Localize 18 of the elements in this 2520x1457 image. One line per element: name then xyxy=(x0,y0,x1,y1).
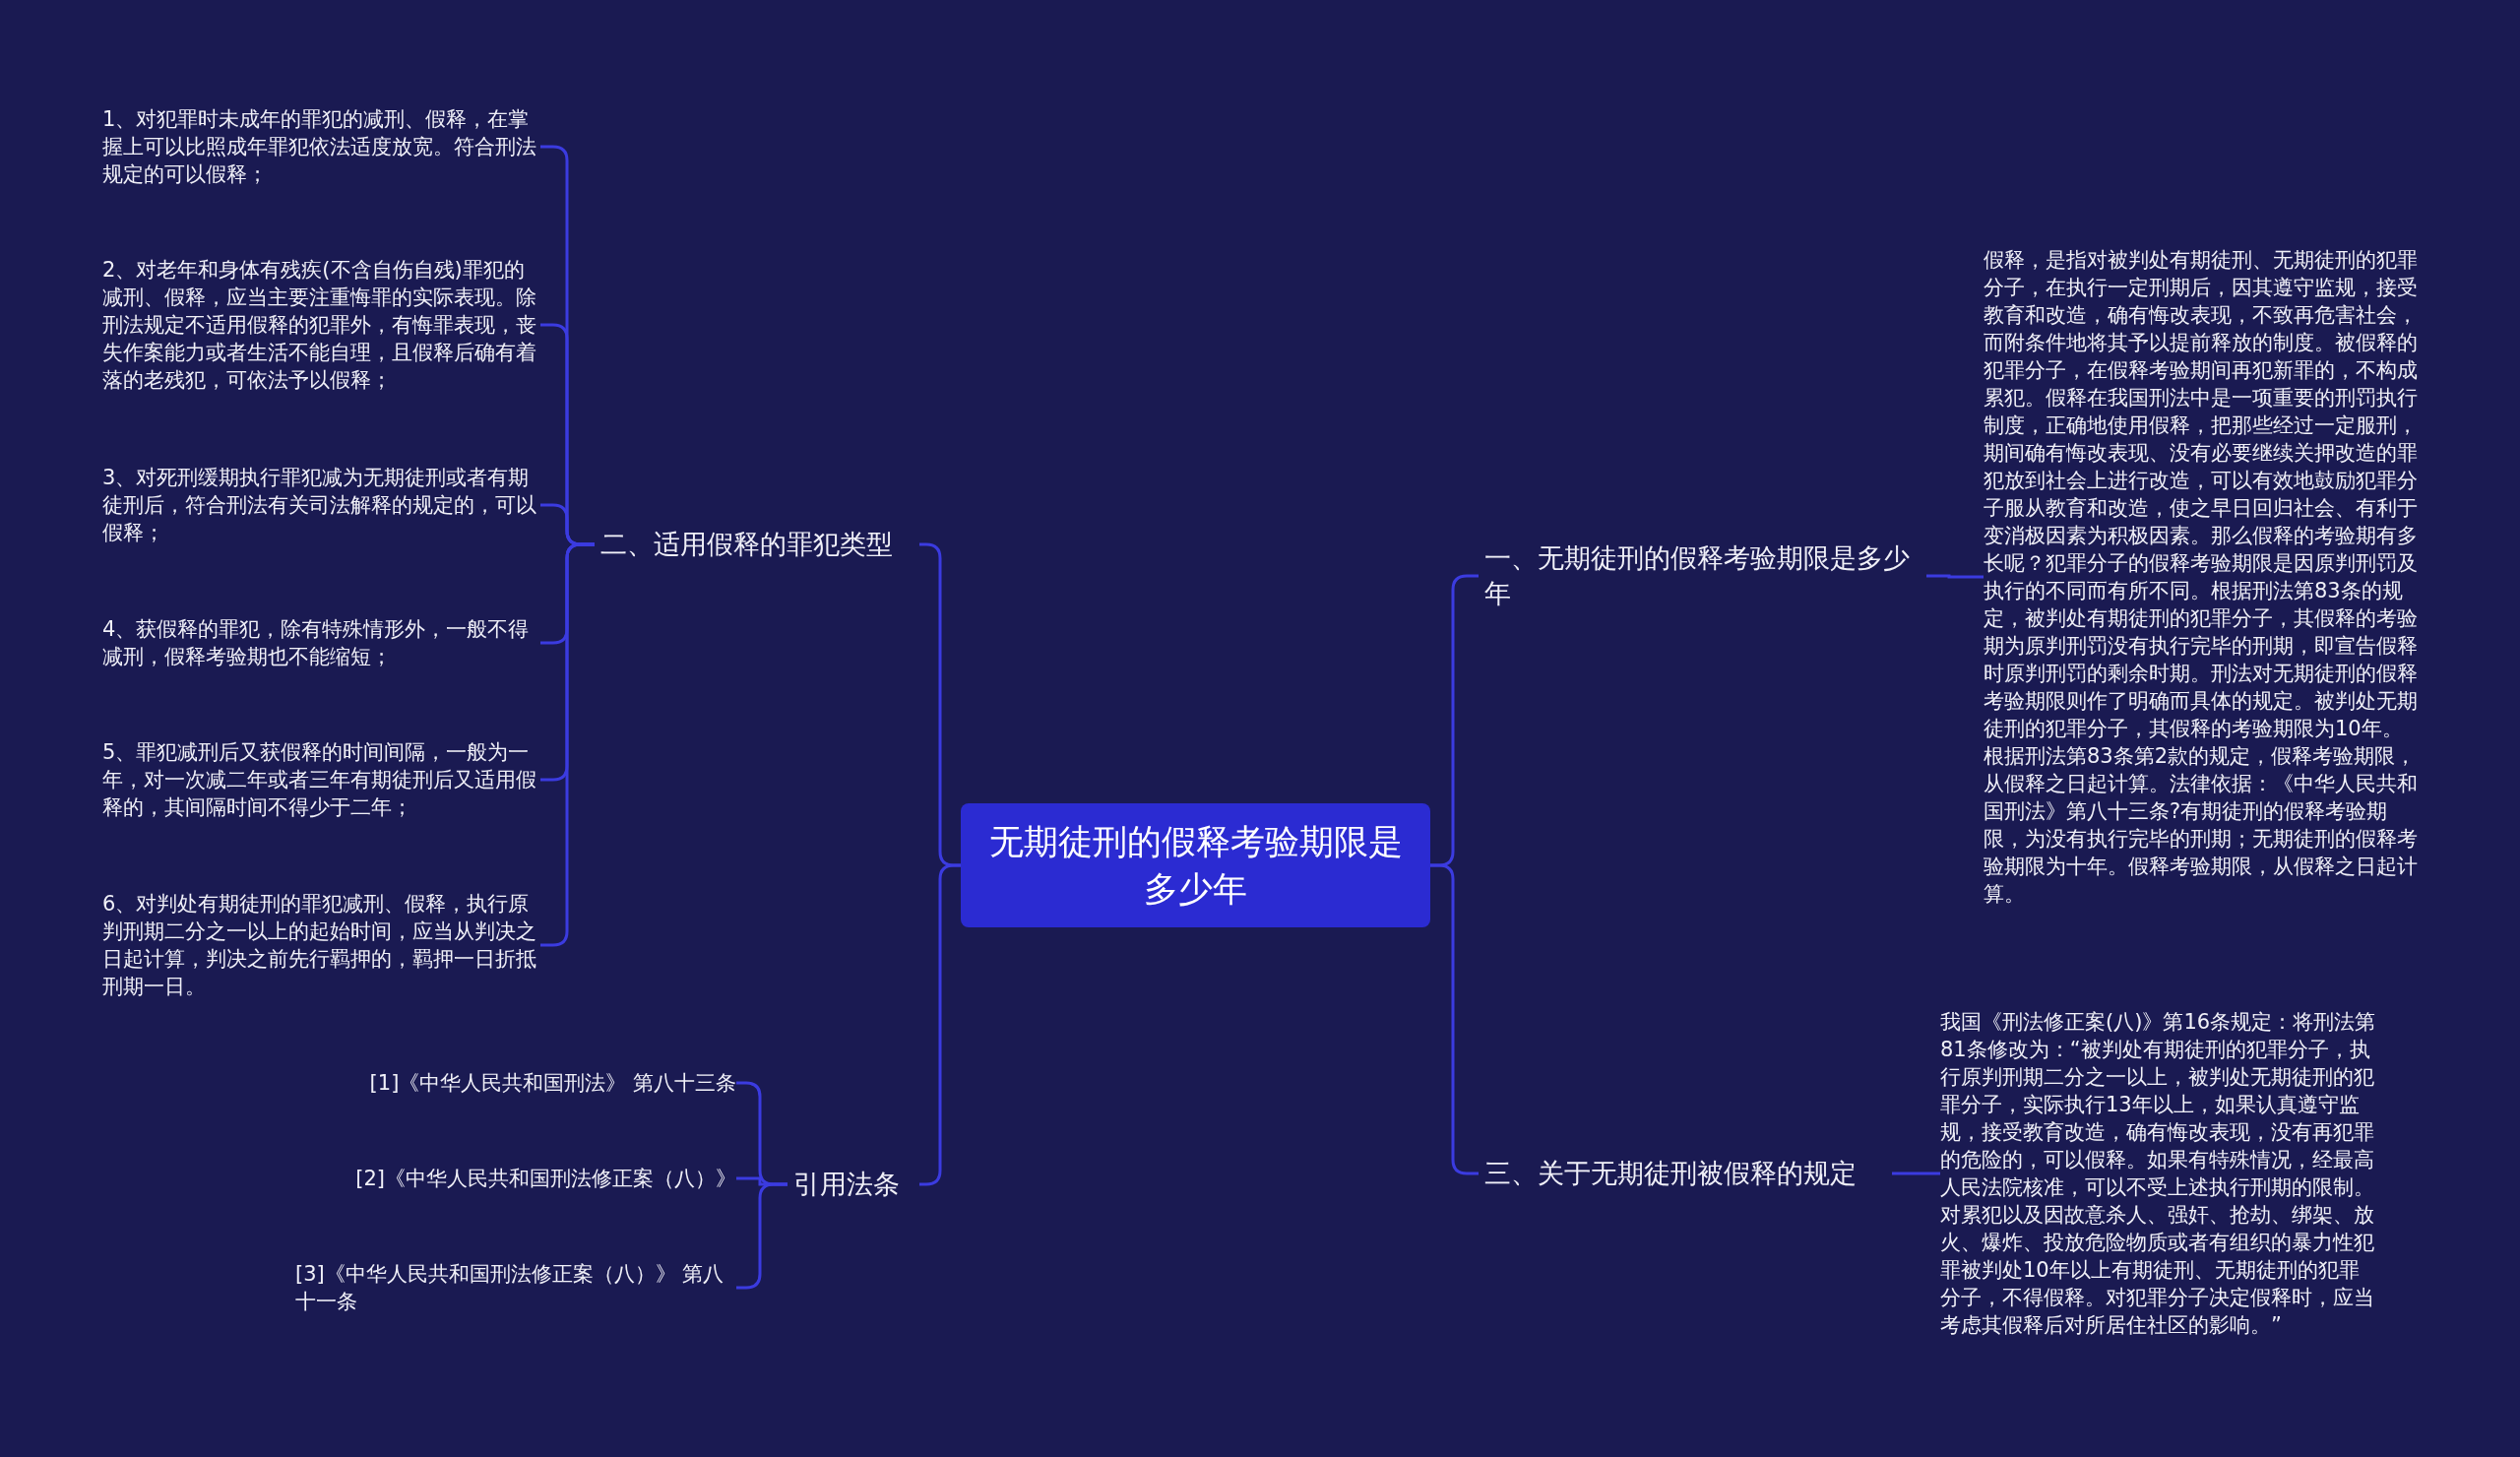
note-text: 假释，是指对被判处有期徒刑、无期徒刑的犯罪分子，在执行一定刑期后，因其遵守监规，接受教育和改造，确有悔改表现，不致再危害社会，而附条件地将其予以提前释放的制度。被假释的犯罪分子，在假释考验期间再犯新罪的，不构成累犯。假释在我国刑法中是一项重要的刑罚执行制度，正确地使用假释，把那些经过一定服刑，期间确有悔改表现、没有必要继续关押改造的罪犯放到社会上进行改造，可以有效地鼓励犯罪分子服从教育和改造，使之早日回归社会、有利于变消极因素为积极因素。那么假释的考验期有多长呢？犯罪分子的假释考验期限是因原判刑罚及执行的不同而有所不同。根据刑法第83条的规定，被判处有期徒刑的犯罪分子，其假释的考验期为原判刑罚没有执行完毕的刑期，即宣告假释时原判刑罚的剩余时期。刑法对无期徒刑的假释考验期限则作了明确而具体的规定。被判处无期徒刑的犯罪分子，其假释的考验期限为10年。根据刑法第83条第2款的规定，假释考验期限，从假释之日起计算。法律依据：《中华人民共和国刑法》第八十三条?有期徒刑的假释考验期限，为没有执行完毕的刑期；无期徒刑的假释考验期限为十年。假释考验期限，从假释之日起计算。 xyxy=(1984,246,2422,908)
note-text: 6、对判处有期徒刑的罪犯减刑、假释，执行原判刑期二分之一以上的起始时间，应当从判决之日起计算，判决之前先行羁押的，羁押一日折抵刑期一日。 xyxy=(102,890,540,1000)
note-text: 4、获假释的罪犯，除有特殊情形外，一般不得减刑，假释考验期也不能缩短； xyxy=(102,615,540,670)
reference-text: [2]《中华人民共和国刑法修正案（八）》 xyxy=(295,1165,736,1192)
branch-topic: 一、无期徒刑的假释考验期限是多少年 xyxy=(1479,537,1926,615)
branch-topic: 三、关于无期徒刑被假释的规定 xyxy=(1479,1152,1892,1195)
branch-topic: 二、适用假释的罪犯类型 xyxy=(595,523,919,566)
note-text: 我国《刑法修正案(八)》第16条规定：将刑法第81条修改为：“被判处有期徒刑的犯罪分子，执行原判刑期二分之一以上，被判处无期徒刑的犯罪分子，实际执行13年以上，如果认真遵守监规，接受教育改造，确有悔改表现，没有再犯罪的危险的，可以假释。如果有特殊情况，经最高人民法院核准，可以不受上述执行刑期的限制。对累犯以及因故意杀人、强奸、抢劫、绑架、放火、爆炸、投放危险物质或者有组织的暴力性犯罪被判处10年以上有期徒刑、无期徒刑的犯罪分子，不得假释。对犯罪分子决定假释时，应当考虑其假释后对所居住社区的影响。” xyxy=(1940,1008,2378,1339)
branch-topic: 引用法条 xyxy=(788,1163,919,1206)
note-text: 2、对老年和身体有残疾(不含自伤自残)罪犯的减刑、假释，应当主要注重悔罪的实际表现。除刑法规定不适用假释的犯罪外，有悔罪表现，丧失作案能力或者生活不能自理，且假释后确有着落的老残犯，可依法予以假释； xyxy=(102,256,540,394)
note-text: 1、对犯罪时未成年的罪犯的减刑、假释，在掌握上可以比照成年罪犯依法适度放宽。符合刑法规定的可以假释； xyxy=(102,105,540,188)
note-text: 3、对死刑缓期执行罪犯减为无期徒刑或者有期徒刑后，符合刑法有关司法解释的规定的，可以假释； xyxy=(102,464,540,546)
note-text: 5、罪犯减刑后又获假释的时间间隔，一般为一年，对一次减二年或者三年有期徒刑后又适用假释的，其间隔时间不得少于二年； xyxy=(102,738,540,821)
connector-line xyxy=(1926,574,1984,579)
reference-text: [3]《中华人民共和国刑法修正案（八）》 第八十一条 xyxy=(295,1260,736,1315)
reference-text: [1]《中华人民共和国刑法》 第八十三条 xyxy=(295,1069,736,1097)
connector-line xyxy=(1892,1172,1940,1175)
topic-box: 无期徒刑的假释考验期限是多少年 xyxy=(961,803,1430,927)
